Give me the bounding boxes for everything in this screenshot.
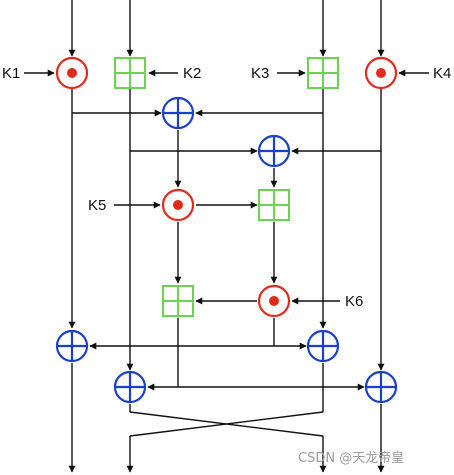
xor-icon — [257, 134, 291, 168]
key-label-k1: K1 — [2, 65, 20, 82]
key-label-k6: K6 — [345, 293, 363, 310]
add-mod-icon — [162, 285, 194, 317]
add-mod-icon — [258, 189, 290, 221]
key-label-k2: K2 — [183, 65, 201, 82]
xor-icon — [161, 96, 195, 130]
add-mod-icon — [307, 57, 339, 89]
line-cross-c-to-b — [129, 411, 324, 437]
multiply-mod-icon — [257, 284, 291, 318]
key-label-k5: K5 — [88, 197, 106, 214]
multiply-mod-icon — [364, 56, 398, 90]
key-label-k4: K4 — [433, 65, 451, 82]
xor-icon — [113, 370, 147, 404]
add-mod-icon — [114, 57, 146, 89]
key-label-k3: K3 — [251, 65, 269, 82]
key-labels: K1 K2 K3 K4 K5 K6 — [2, 65, 451, 310]
xor-icon — [55, 329, 89, 363]
connection-lines — [24, 0, 429, 473]
xor-icon — [364, 370, 398, 404]
watermark: CSDN @天龙帝皇 — [298, 450, 404, 466]
multiply-mod-icon — [161, 188, 195, 222]
multiply-mod-icon — [55, 56, 89, 90]
operator-nodes — [55, 56, 398, 404]
xor-icon — [306, 329, 340, 363]
